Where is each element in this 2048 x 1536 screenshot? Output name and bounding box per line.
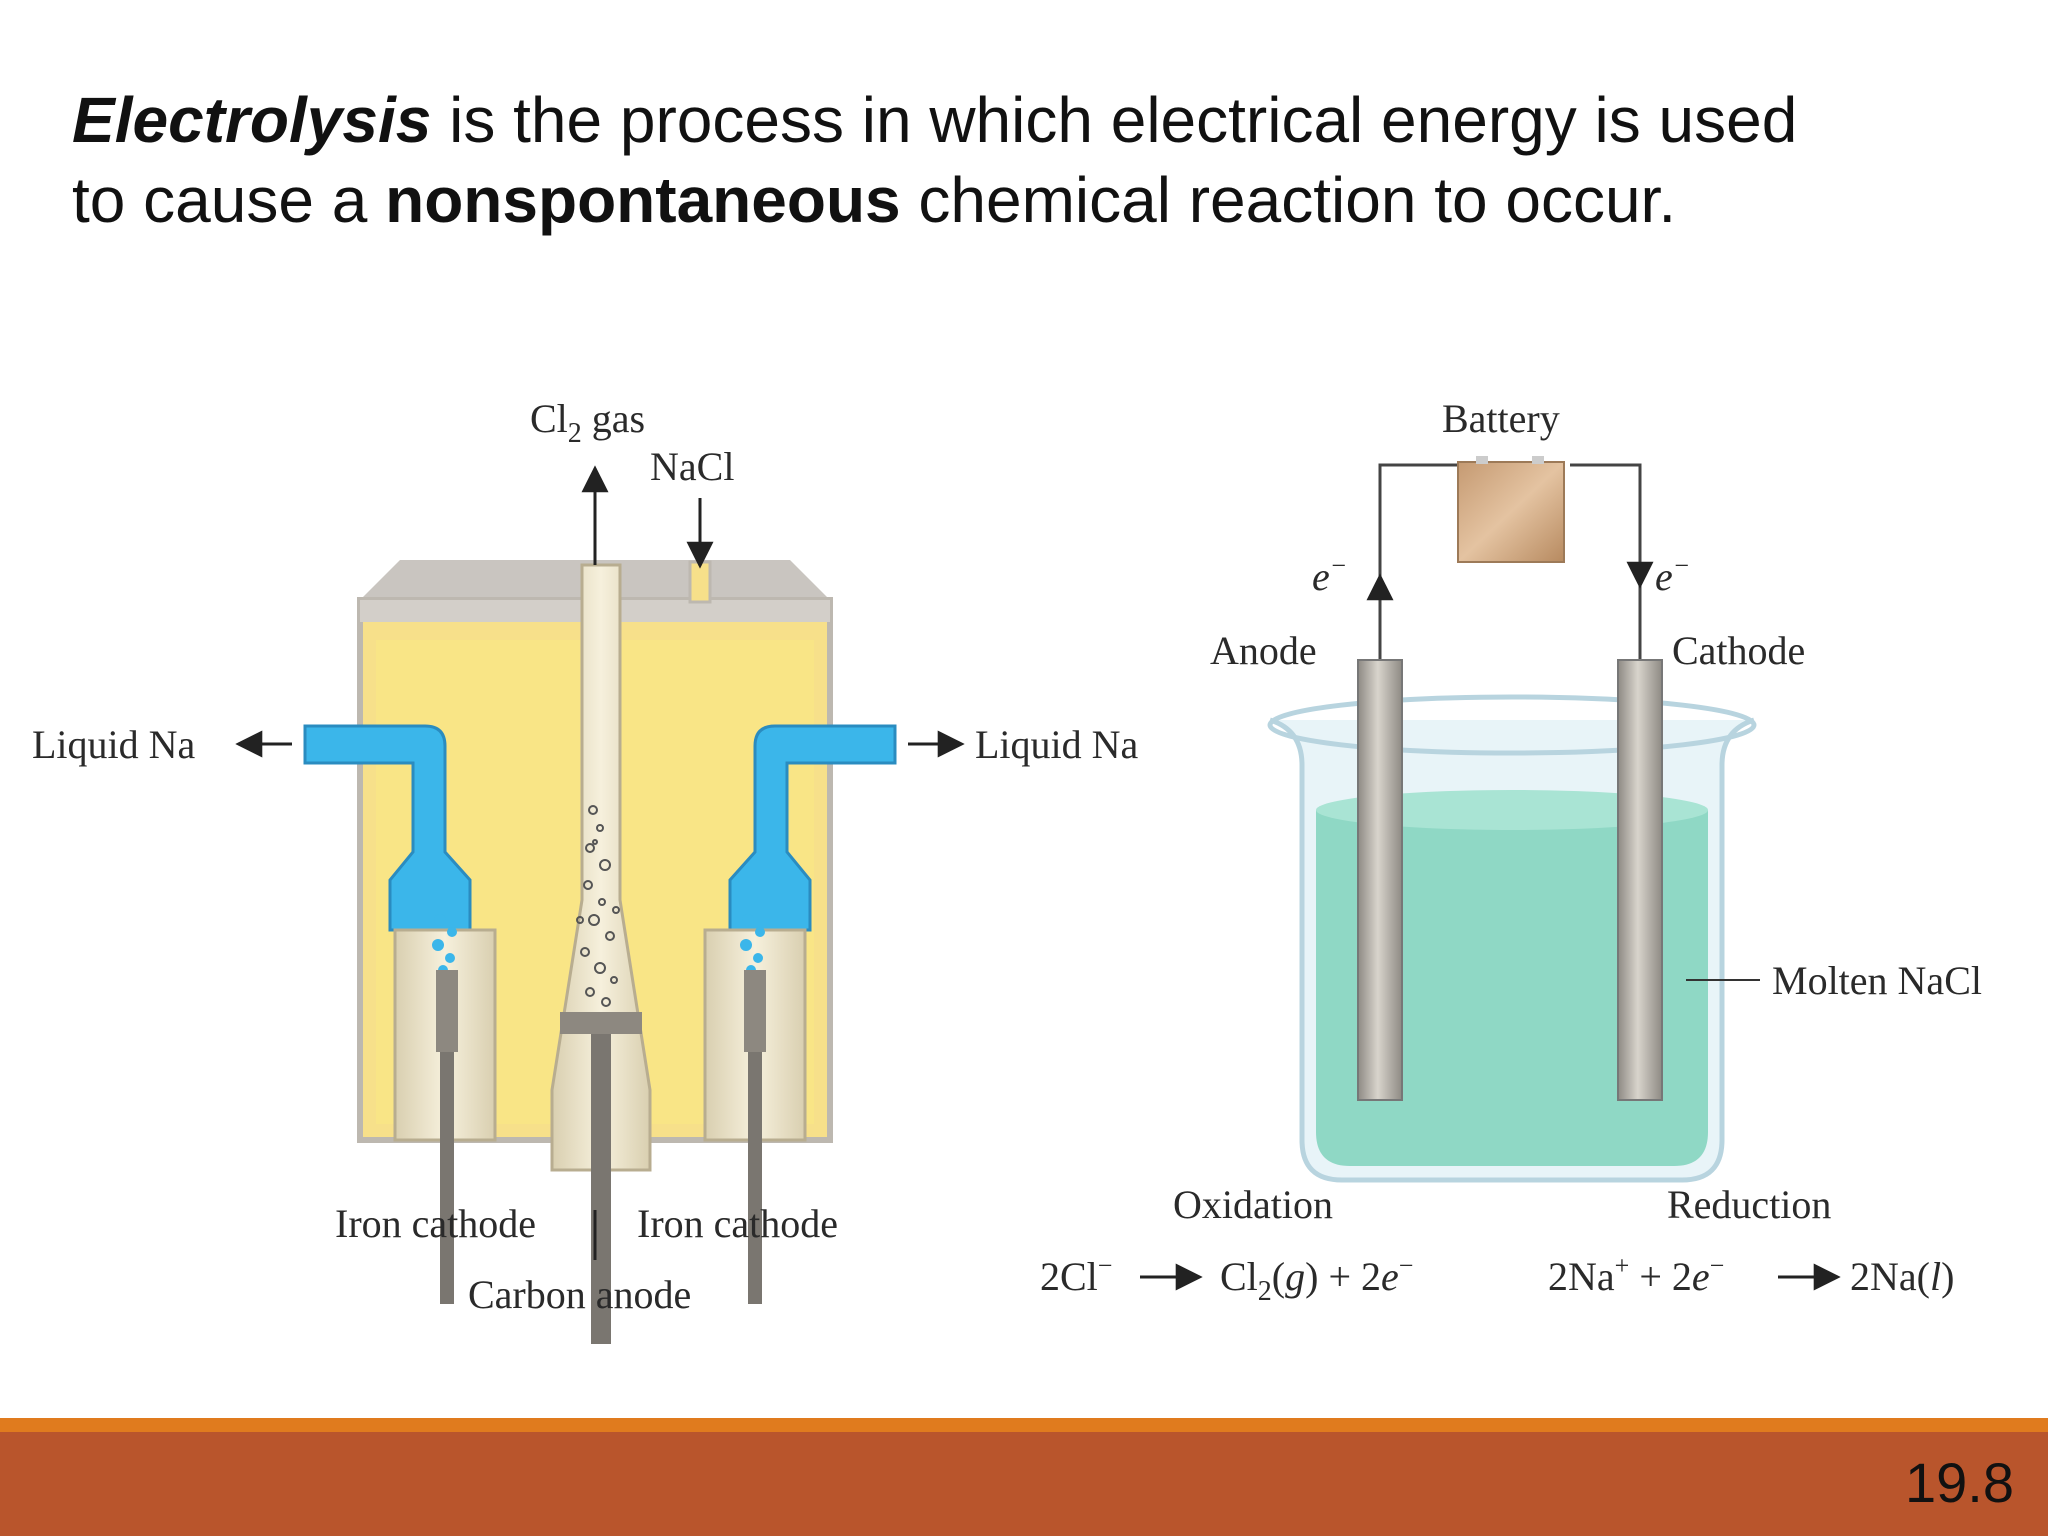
footer-bar — [0, 1432, 2048, 1536]
carbon-anode-rod — [591, 1034, 611, 1344]
right-iron-cathode — [744, 970, 766, 1052]
battery — [1457, 461, 1565, 563]
left-sodium-pipe — [303, 724, 472, 932]
electrolyte-surface — [1316, 790, 1708, 830]
oxidation-label: Oxidation — [1173, 1182, 1333, 1227]
oxidation-product: Cl2(g) + 2e− — [1220, 1251, 1413, 1307]
battery-label: Battery — [1442, 396, 1560, 441]
beaker-cell: Battery e− e− Anode Cathode Molten NaCl … — [1040, 396, 1982, 1307]
beaker-rim — [1267, 694, 1757, 756]
heading-line1: is the process in which electrical energ… — [431, 84, 1798, 156]
reduction-reactants: 2Na+ + 2e− — [1548, 1251, 1724, 1299]
iron-cathode-right-label: Iron cathode — [637, 1201, 838, 1246]
battery-terminal-right — [1532, 456, 1544, 464]
liquid-na-right-label: Liquid Na — [975, 722, 1139, 767]
slide-heading: Electrolysis is the process in which ele… — [72, 80, 1972, 240]
electrolysis-figure: Cl2 gas NaCl Liquid Na Liquid Na Iron ca… — [32, 396, 1982, 1344]
slide-number: 19.8 — [1905, 1451, 2014, 1514]
footer-accent-line — [0, 1418, 2048, 1432]
anode-rod — [1357, 659, 1403, 1101]
nacl-feed-label: NaCl — [650, 444, 734, 489]
battery-terminal-left — [1476, 456, 1488, 464]
carbon-anode-plate — [560, 1012, 642, 1034]
feed-inlet — [688, 560, 712, 604]
right-wire — [1570, 463, 1642, 665]
oxidation-reactant: 2Cl− — [1040, 1251, 1112, 1299]
chlorine-bubbles — [576, 805, 620, 1007]
iron-cathode-left-label: Iron cathode — [335, 1201, 536, 1246]
left-cathode-lead — [440, 1052, 454, 1304]
heading-line2-end: chemical reaction to occur. — [900, 164, 1677, 236]
heading-line2-start: to cause a — [72, 164, 386, 236]
left-iron-cathode — [436, 970, 458, 1052]
anode-label: Anode — [1210, 628, 1317, 673]
downs-cell: Cl2 gas NaCl Liquid Na Liquid Na Iron ca… — [32, 396, 1139, 1344]
reduction-equation: 2Na+ + 2e− 2Na(l) — [1548, 1251, 1954, 1299]
liquid-na-left-label: Liquid Na — [32, 722, 196, 767]
electron-left-label: e− — [1312, 551, 1347, 599]
cathode-label: Cathode — [1672, 628, 1805, 673]
heading-emphasis: nonspontaneous — [385, 164, 901, 236]
reduction-label: Reduction — [1667, 1182, 1831, 1227]
reduction-product: 2Na(l) — [1850, 1254, 1954, 1299]
right-sodium-pipe — [728, 724, 897, 932]
molten-nacl-label: Molten NaCl — [1772, 958, 1982, 1003]
cathode-rod — [1617, 659, 1663, 1101]
molten-nacl — [1316, 810, 1708, 1166]
heading-term: Electrolysis — [72, 84, 432, 156]
electron-right-label: e− — [1655, 551, 1690, 599]
carbon-anode-label: Carbon anode — [468, 1272, 691, 1317]
chlorine-gas-label: Cl2 gas — [530, 396, 645, 449]
oxidation-equation: 2Cl− Cl2(g) + 2e− — [1040, 1251, 1413, 1307]
right-cathode-lead — [748, 1052, 762, 1304]
